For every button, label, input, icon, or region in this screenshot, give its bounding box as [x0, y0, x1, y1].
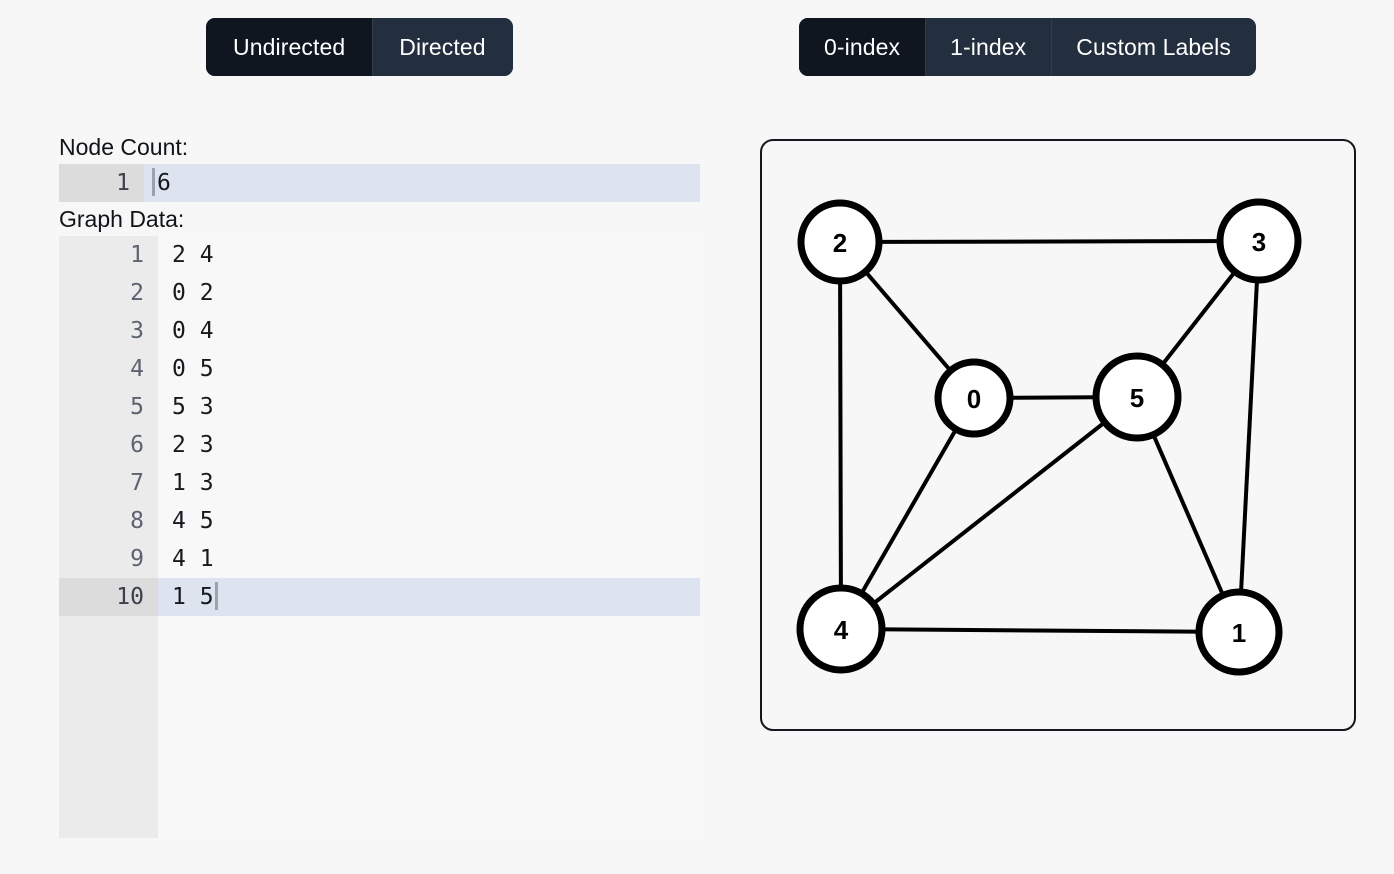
editor-line[interactable]: 2 0 2	[59, 274, 700, 312]
text-caret	[214, 582, 218, 610]
line-text: 2 4	[172, 242, 214, 268]
graph-node-label: 2	[833, 228, 847, 258]
graph-data-label: Graph Data:	[59, 206, 185, 232]
graph-edge	[838, 241, 843, 630]
line-text: 2 3	[172, 432, 214, 458]
graph-node-circle[interactable]	[934, 358, 1014, 438]
graph-direction-toggle-group: Undirected Directed	[206, 18, 513, 76]
graph-input-panel: Node Count: 1 6 Graph Data: 1 2 4 2 0 2 …	[0, 130, 700, 874]
line-content[interactable]: 1 5	[158, 578, 700, 616]
editor-line[interactable]: 7 1 3	[59, 464, 700, 502]
line-number: 6	[59, 426, 158, 464]
toggle-undirected-label: Undirected	[233, 33, 346, 60]
graph-edge	[839, 395, 1139, 631]
editor-line[interactable]: 10 1 5	[59, 578, 700, 616]
graph-node-circle[interactable]	[797, 199, 883, 285]
node-count-label: Node Count:	[59, 134, 189, 160]
line-text: 0 5	[172, 356, 214, 382]
line-content[interactable]: 5 3	[158, 388, 700, 426]
editor-line[interactable]: 4 0 5	[59, 350, 700, 388]
graph-node-label: 1	[1232, 618, 1246, 648]
line-text: 1 3	[172, 470, 214, 496]
line-content[interactable]: 6	[144, 164, 700, 202]
line-content[interactable]: 1 3	[158, 464, 700, 502]
toggle-directed-label: Directed	[399, 33, 486, 60]
toggle-1-index[interactable]: 1-index	[925, 18, 1052, 76]
graph-node-label: 4	[834, 615, 849, 645]
graph-edge	[840, 627, 1240, 634]
line-number: 3	[59, 312, 158, 350]
graph-node-label: 5	[1130, 383, 1144, 413]
toggle-custom-labels[interactable]: Custom Labels	[1051, 18, 1256, 76]
line-number: 9	[59, 540, 158, 578]
graph-node[interactable]: 0	[934, 358, 1014, 438]
editor-line[interactable]: 8 4 5	[59, 502, 700, 540]
text-caret	[152, 168, 155, 196]
line-number: 1	[59, 164, 144, 202]
editor-line[interactable]: 3 0 4	[59, 312, 700, 350]
line-content[interactable]: 0 4	[158, 312, 700, 350]
editor-line[interactable]: 9 4 1	[59, 540, 700, 578]
line-text: 1 5	[172, 584, 214, 610]
graph-edge	[839, 239, 1260, 244]
graph-node[interactable]: 4	[796, 584, 886, 674]
edge-layer	[838, 239, 1261, 634]
line-number: 7	[59, 464, 158, 502]
line-number: 1	[59, 236, 158, 274]
toggle-0-index[interactable]: 0-index	[799, 18, 926, 76]
graph-node[interactable]: 1	[1195, 588, 1283, 676]
line-number: 8	[59, 502, 158, 540]
line-text: 6	[157, 170, 171, 196]
line-content[interactable]: 2 3	[158, 426, 700, 464]
gutter-filler	[59, 616, 158, 838]
toggle-undirected[interactable]: Undirected	[206, 18, 373, 76]
line-number: 10	[59, 578, 158, 616]
toggle-directed[interactable]: Directed	[372, 18, 513, 76]
toggle-custom-labels-label: Custom Labels	[1076, 33, 1231, 60]
graph-node[interactable]: 5	[1092, 352, 1182, 442]
line-text: 0 4	[172, 318, 214, 344]
node-indexing-toggle-group: 0-index 1-index Custom Labels	[799, 18, 1256, 76]
editor-line[interactable]: 1 6	[59, 164, 700, 202]
graph-node-label: 0	[967, 384, 981, 414]
graph-node-circle[interactable]	[1216, 198, 1302, 284]
graph-node[interactable]: 2	[797, 199, 883, 285]
graph-node-circle[interactable]	[1092, 352, 1182, 442]
graph-node-label: 3	[1252, 227, 1266, 257]
line-text: 0 2	[172, 280, 214, 306]
graph-node-circle[interactable]	[1195, 588, 1283, 676]
line-number: 2	[59, 274, 158, 312]
line-content[interactable]: 4 1	[158, 540, 700, 578]
toggle-0-index-label: 0-index	[824, 33, 901, 60]
graph-data-input[interactable]: 1 2 4 2 0 2 3 0 4 4 0 5 5 5 3 6 2 3 7 1 …	[59, 236, 700, 838]
line-content[interactable]: 4 5	[158, 502, 700, 540]
node-count-input[interactable]: 1 6	[59, 164, 700, 202]
graph-visualization-card[interactable]: 0 1 2 3 4 5	[760, 139, 1356, 731]
editor-line[interactable]: 6 2 3	[59, 426, 700, 464]
editor-line[interactable]: 1 2 4	[59, 236, 700, 274]
line-number: 5	[59, 388, 158, 426]
line-text: 4 1	[172, 546, 214, 572]
node-layer: 0 1 2 3 4 5	[796, 198, 1302, 676]
graph-node[interactable]: 3	[1216, 198, 1302, 284]
graph-canvas[interactable]: 0 1 2 3 4 5	[762, 141, 1354, 729]
line-content[interactable]: 0 5	[158, 350, 700, 388]
line-text: 4 5	[172, 508, 214, 534]
line-content[interactable]: 0 2	[158, 274, 700, 312]
line-content[interactable]: 2 4	[158, 236, 700, 274]
graph-node-circle[interactable]	[796, 584, 886, 674]
line-text: 5 3	[172, 394, 214, 420]
line-number: 4	[59, 350, 158, 388]
editor-line[interactable]: 5 5 3	[59, 388, 700, 426]
graph-edge	[1237, 240, 1261, 633]
toggle-1-index-label: 1-index	[950, 33, 1027, 60]
